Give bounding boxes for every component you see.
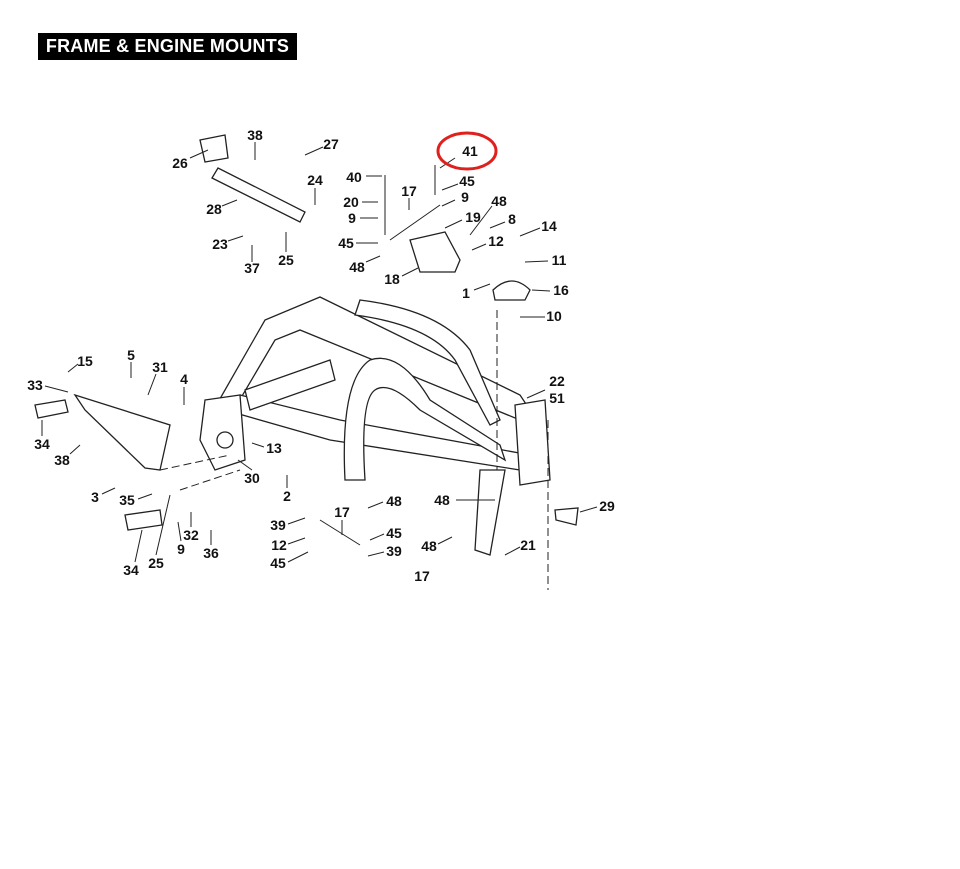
callout-5: 5 bbox=[127, 347, 135, 363]
page-title: FRAME & ENGINE MOUNTS bbox=[38, 33, 297, 60]
callout-29: 29 bbox=[599, 498, 615, 514]
callout-17: 17 bbox=[414, 568, 430, 584]
callout-22: 22 bbox=[549, 373, 565, 389]
callout-11: 11 bbox=[552, 252, 567, 268]
callout-12: 12 bbox=[488, 233, 504, 249]
callout-48: 48 bbox=[434, 492, 450, 508]
highlight-circle bbox=[436, 131, 498, 171]
callout-39: 39 bbox=[386, 543, 402, 559]
callout-45: 45 bbox=[386, 525, 402, 541]
callout-13: 13 bbox=[266, 440, 282, 456]
callout-25: 25 bbox=[148, 555, 164, 571]
callout-10: 10 bbox=[546, 308, 562, 324]
callout-12: 12 bbox=[271, 537, 287, 553]
callout-48: 48 bbox=[386, 493, 402, 509]
callout-45: 45 bbox=[338, 235, 354, 251]
callout-20: 20 bbox=[343, 194, 359, 210]
callout-51: 51 bbox=[549, 390, 565, 406]
callout-23: 23 bbox=[212, 236, 228, 252]
callout-4: 4 bbox=[180, 371, 188, 387]
callout-30: 30 bbox=[244, 470, 260, 486]
callout-27: 27 bbox=[323, 136, 339, 152]
callout-48: 48 bbox=[349, 259, 365, 275]
callout-32: 32 bbox=[183, 527, 199, 543]
callout-9: 9 bbox=[348, 210, 356, 226]
callout-41: 41 bbox=[462, 143, 478, 159]
callout-18: 18 bbox=[384, 271, 400, 287]
callout-34: 34 bbox=[123, 562, 139, 578]
callout-19: 19 bbox=[465, 209, 481, 225]
callout-16: 16 bbox=[553, 282, 569, 298]
callout-9: 9 bbox=[177, 541, 185, 557]
callout-26: 26 bbox=[172, 155, 188, 171]
callout-28: 28 bbox=[206, 201, 222, 217]
callout-15: 15 bbox=[77, 353, 93, 369]
callout-17: 17 bbox=[334, 504, 350, 520]
callout-39: 39 bbox=[270, 517, 286, 533]
callout-25: 25 bbox=[278, 252, 294, 268]
callout-labels: 26 38 27 24 28 23 25 37 41 40 45 17 9 48… bbox=[27, 127, 615, 584]
callout-37: 37 bbox=[244, 260, 260, 276]
callout-36: 36 bbox=[203, 545, 219, 561]
callout-48: 48 bbox=[491, 193, 507, 209]
callout-45: 45 bbox=[459, 173, 475, 189]
callout-31: 31 bbox=[152, 359, 168, 375]
callout-24: 24 bbox=[307, 172, 323, 188]
callout-48: 48 bbox=[421, 538, 437, 554]
callout-2: 2 bbox=[283, 488, 291, 504]
callout-35: 35 bbox=[119, 492, 135, 508]
callout-1: 1 bbox=[462, 285, 470, 301]
callout-8: 8 bbox=[508, 211, 516, 227]
callout-17: 17 bbox=[401, 183, 417, 199]
frame-drawing bbox=[34, 134, 579, 590]
callout-21: 21 bbox=[520, 537, 536, 553]
leader-lines bbox=[41, 142, 598, 563]
callout-9: 9 bbox=[461, 189, 469, 205]
callout-3: 3 bbox=[91, 489, 99, 505]
callout-40: 40 bbox=[346, 169, 362, 185]
callout-34: 34 bbox=[34, 436, 50, 452]
callout-38: 38 bbox=[247, 127, 263, 143]
callout-14: 14 bbox=[541, 218, 557, 234]
callout-33: 33 bbox=[27, 377, 43, 393]
callout-38: 38 bbox=[54, 452, 70, 468]
callout-45: 45 bbox=[270, 555, 286, 571]
